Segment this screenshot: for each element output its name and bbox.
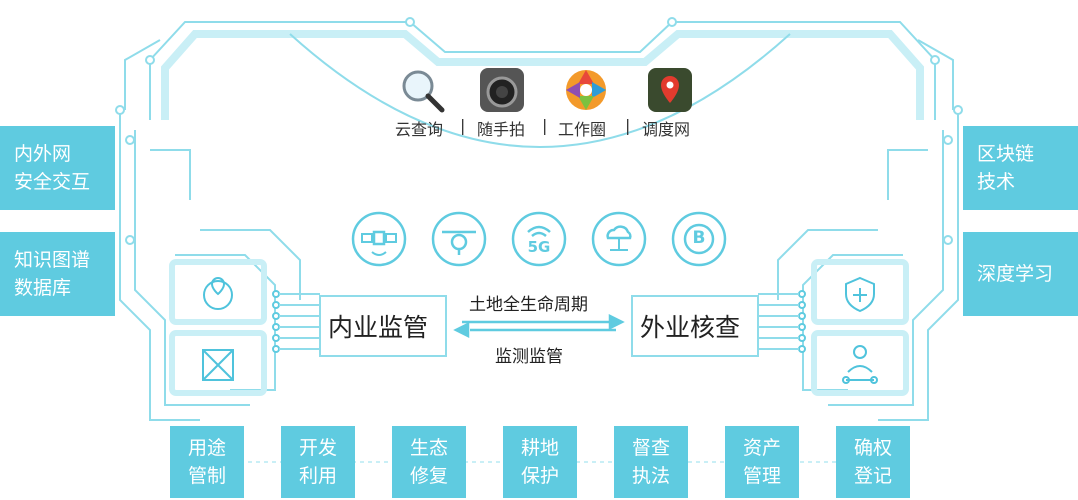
bottom-box-line: 管理 bbox=[742, 465, 781, 487]
bottom-box-eco-restoration[interactable]: 生态 修复 bbox=[392, 426, 466, 498]
aperture-icon[interactable] bbox=[562, 66, 610, 114]
right-box-line: 深度学习 bbox=[977, 263, 1054, 285]
bottom-box-line: 用途 bbox=[187, 437, 226, 459]
left-box-line: 数据库 bbox=[14, 277, 72, 299]
bottom-box-line: 管制 bbox=[187, 465, 226, 487]
right-box-deep-learning[interactable]: 深度学习 bbox=[963, 232, 1078, 316]
cloud-network-icon bbox=[591, 211, 647, 267]
core-left-label: 内业监管 bbox=[328, 313, 429, 342]
bottom-box-asset-management[interactable]: 资产 管理 bbox=[725, 426, 799, 498]
monitoring-label: 监测监管 bbox=[495, 347, 563, 367]
core-right-label: 外业核查 bbox=[640, 313, 741, 342]
right-box-blockchain[interactable]: 区块链 技术 bbox=[963, 126, 1078, 210]
camera-icon[interactable] bbox=[478, 66, 526, 114]
app-separator: | bbox=[542, 116, 548, 135]
left-box-line: 内外网 bbox=[14, 143, 72, 165]
map-pin-icon[interactable] bbox=[646, 66, 694, 114]
right-box-line: 技术 bbox=[977, 171, 1016, 193]
satellite-icon bbox=[351, 211, 407, 267]
bottom-box-enforcement[interactable]: 督查 执法 bbox=[614, 426, 688, 498]
bottom-box-line: 耕地 bbox=[520, 437, 559, 459]
bitcoin-text: B bbox=[692, 228, 706, 248]
app-label-work-circle[interactable]: 工作圈 bbox=[558, 120, 607, 139]
left-box-line: 安全交互 bbox=[14, 171, 91, 193]
bottom-box-line: 修复 bbox=[409, 465, 448, 487]
bottom-box-line: 确权 bbox=[853, 437, 892, 459]
bottom-box-line: 生态 bbox=[409, 437, 448, 459]
bottom-box-farmland-protection[interactable]: 耕地 保护 bbox=[503, 426, 577, 498]
bottom-box-line: 开发 bbox=[298, 437, 337, 459]
drone-icon bbox=[431, 211, 487, 267]
left-box-line: 知识图谱 bbox=[14, 249, 91, 271]
bottom-box-line: 利用 bbox=[298, 465, 337, 487]
magnifier-icon[interactable] bbox=[398, 66, 446, 114]
5g-icon: 5G bbox=[510, 210, 568, 268]
shield-plus-icon bbox=[845, 276, 875, 313]
lifecycle-label: 土地全生命周期 bbox=[469, 295, 588, 315]
app-separator: | bbox=[625, 116, 631, 135]
left-box-network-security[interactable]: 内外网 安全交互 bbox=[0, 126, 115, 210]
bottom-box-line: 登记 bbox=[853, 465, 892, 487]
right-box-line: 区块链 bbox=[977, 143, 1035, 165]
location-globe-icon bbox=[203, 276, 233, 310]
person-network-icon bbox=[842, 345, 878, 384]
bottom-box-line: 督查 bbox=[631, 437, 670, 459]
bitcoin-icon: B bbox=[670, 210, 728, 268]
map-icon bbox=[202, 349, 234, 381]
bottom-box-development[interactable]: 开发 利用 bbox=[281, 426, 355, 498]
bottom-box-line: 资产 bbox=[742, 437, 781, 459]
bottom-box-registration[interactable]: 确权 登记 bbox=[836, 426, 910, 498]
5g-text: 5G bbox=[527, 238, 551, 256]
bottom-box-line: 保护 bbox=[520, 465, 559, 487]
app-label-snapshot[interactable]: 随手拍 bbox=[477, 120, 526, 139]
left-box-knowledge-graph[interactable]: 知识图谱 数据库 bbox=[0, 232, 115, 316]
bottom-box-line: 执法 bbox=[631, 465, 670, 487]
app-label-dispatch-net[interactable]: 调度网 bbox=[642, 120, 691, 139]
app-separator: | bbox=[460, 116, 466, 135]
app-label-cloud-query[interactable]: 云查询 bbox=[395, 120, 444, 139]
bottom-box-use-control[interactable]: 用途 管制 bbox=[170, 426, 244, 498]
